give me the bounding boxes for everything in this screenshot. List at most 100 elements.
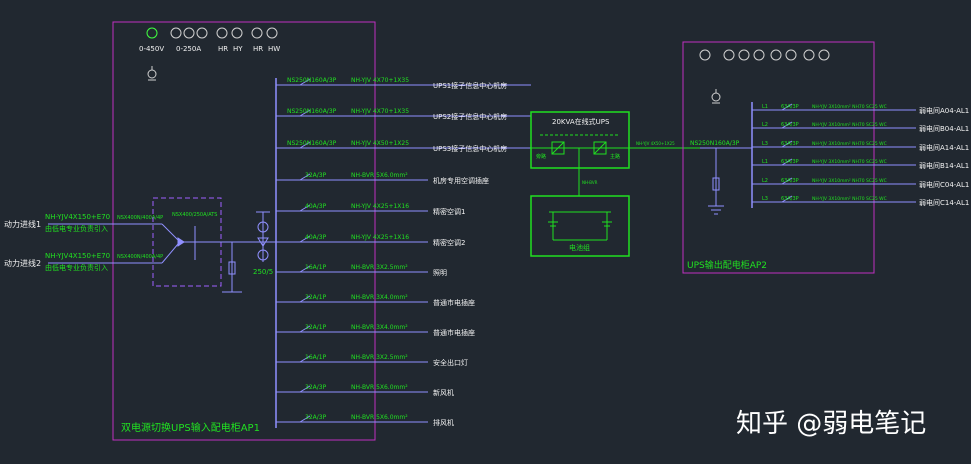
ups-bypass-label: 旁路 [536,153,546,160]
feeder-breaker: 63A/3P [781,178,799,184]
ammeter-icon [723,49,735,61]
incoming-feeders [48,223,150,264]
feeder-breaker: NS250N160A/3P [287,77,337,84]
incoming-source-2: 由低电专业负责引入 [45,263,108,272]
breaker-icon [299,265,311,273]
indicator-lamp-icon [770,49,782,61]
breaker-icon [299,325,311,333]
feeder-cable: NH-BVR 5X6.0mm² [351,172,408,179]
ap2-feeders: L1 63A/3P NH-YJV 3X10mm² NH70 SC25 WC 弱电间A0… [752,103,969,207]
battery-label: 电池组 [569,243,590,252]
ammeter-icon [196,27,208,39]
feeder-load: 精密空调1 [433,207,465,216]
breaker-icon [299,204,311,212]
ammeter-icon [738,49,750,61]
watermark: 知乎 @弱电笔记 [736,409,926,439]
incoming-name-2: 动力进线2 [4,258,41,268]
breaker-icon [299,235,311,243]
panel-ap2-frame [682,41,875,274]
ammeter-icon [170,27,182,39]
battery-link-label: NH-BVR [582,180,598,185]
feeder-breaker: 16A/1P [305,354,327,361]
feeder-cable: NH-BVR 3X4.0mm² [351,324,408,331]
feeder-cable: NH-BVR 3X4.0mm² [351,294,408,301]
feeder-phase: L1 [762,159,768,165]
feeder-load: 弱电间A04-AL1 [919,106,969,115]
feeder-cable: NH-BVR 3X2.5mm² [351,264,408,271]
feeder-breaker: 63A/3P [781,122,799,128]
indicator-lamp-icon [216,27,228,39]
feeder-cable: NH-YJV 4X70+1X35 [351,108,409,115]
breaker-icon [299,385,311,393]
feeder-breaker: 40A/3P [305,234,327,241]
feeder-breaker: 32A/3P [305,414,327,421]
breaker-icon [781,177,793,185]
feeder-load: UPS1接子信息中心机房 [433,81,507,90]
feeder-load: 机房专用空调插座 [433,176,489,185]
panel-ap2-title: UPS输出配电柜AP2 [687,259,767,271]
feeder-cable: NH-YJV 3X10mm² NH70 SC25 WC [812,104,887,110]
feeder-breaker: 32A/1P [305,324,327,331]
feeder-cable: NH-YJV 3X10mm² NH70 SC25 WC [812,178,887,184]
incoming-name-1: 动力进线1 [4,219,41,229]
ap1-feeder-row: 32A/1P NH-BVR 3X4.0mm² 普通市电插座 [276,324,475,337]
breaker-icon [781,140,793,148]
feeder-load: UPS2接子信息中心机房 [433,112,507,121]
breaker-icon [299,109,311,117]
feeder-breaker: NS250N160A/3P [287,108,337,115]
ats-label: NSX400/250A/ATS [172,212,217,218]
ap2-incoming [700,147,752,215]
incoming-cable-2: NH-YJV4X150+E70 [45,252,110,260]
feeder-cable: NH-YJV 3X10mm² NH70 SC25 WC [812,159,887,165]
breaker-icon [781,195,793,203]
ap2-incoming-breaker: NS250N160A/3P [690,140,740,147]
ct-label: 250/5 [253,268,273,276]
breaker-icon [781,103,793,111]
feeder-phase: L1 [762,104,768,110]
feeder-load: 排风机 [433,418,454,427]
current-transformer-icon [256,211,270,262]
meter-label: HR [218,45,228,53]
breaker-icon [781,158,793,166]
ups-title: 20KVA在线式UPS [552,117,610,126]
ats-output-line [210,241,276,293]
meter-group-ap1 [146,27,278,39]
selector-switch-icon [711,89,721,104]
feeder-phase: L3 [762,141,768,147]
ups-main-label: 主路 [610,153,620,160]
incoming-breaker-2: NSX400N/400A/4P [117,254,163,260]
battery-box [530,195,630,257]
feeder-load: 普通市电插座 [433,328,475,337]
feeder-load: 弱电间C14-AL1 [919,198,969,207]
feeder-cable: NH-BVR 3X2.5mm² [351,354,408,361]
feeder-load: 普通市电插座 [433,298,475,307]
indicator-lamp-icon [785,49,797,61]
feeder-breaker: 32A/3P [305,384,327,391]
breaker-icon [299,295,311,303]
feeder-cable: NH-YJV 3X10mm² NH70 SC25 WC [812,196,887,202]
indicator-lamp-icon [231,27,243,39]
feeder-cable: NH-BVR 5X6.0mm² [351,384,408,391]
ammeter-icon [753,49,765,61]
selector-switch-icon [147,66,157,81]
feeder-load: 新风机 [433,388,454,397]
breaker-icon [299,415,311,423]
breaker-icon [299,355,311,363]
feeder-cable: NH-YJV 4X50+1X25 [351,140,409,147]
indicator-lamp-icon [266,27,278,39]
feeder-load: UPS3接子信息中心机房 [433,144,507,153]
feeder-breaker: 63A/3P [781,104,799,110]
indicator-lamp-icon [251,27,263,39]
ap2-feeder-row: L1 63A/3P NH-YJV 3X10mm² NH70 SC25 WC 弱电间A0… [752,103,969,115]
feeder-breaker: 40A/3P [305,203,327,210]
